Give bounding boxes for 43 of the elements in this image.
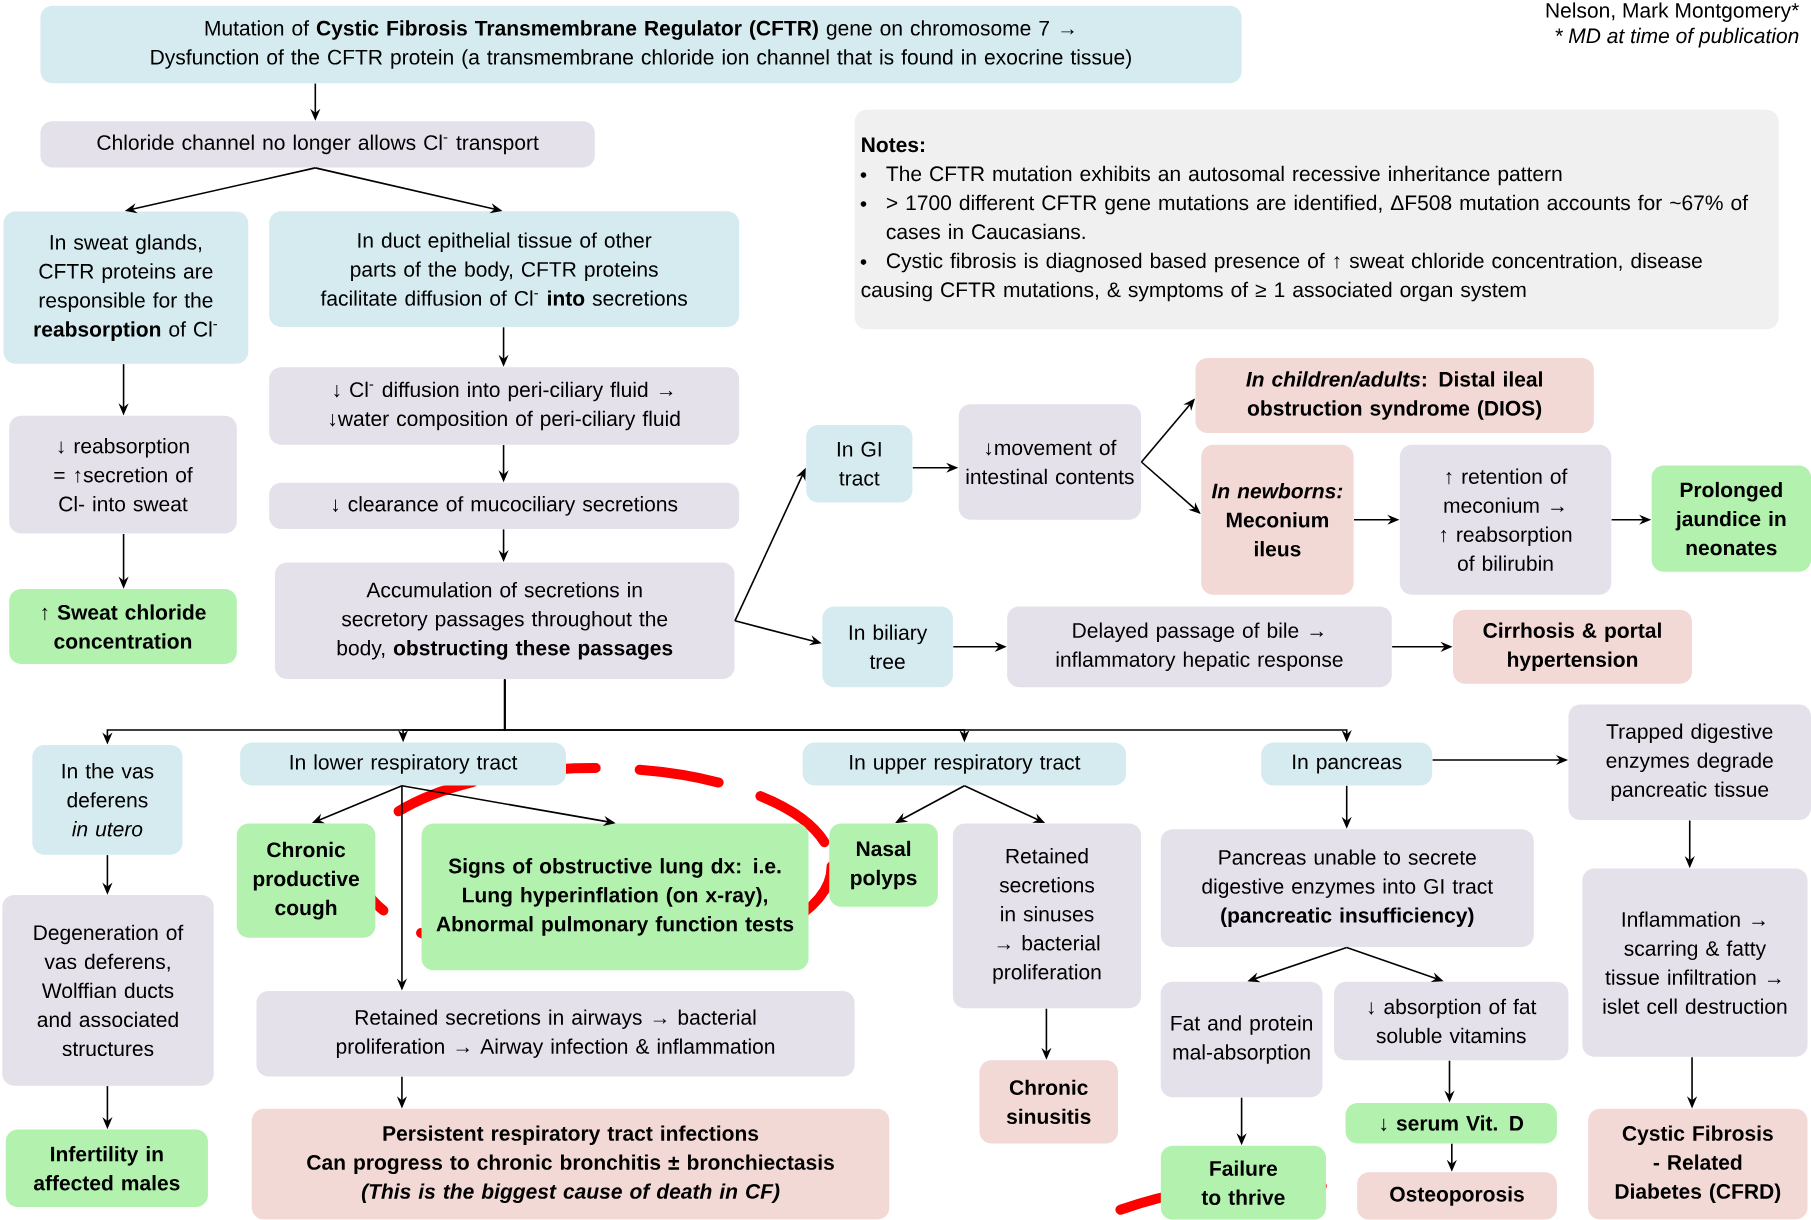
author-note: Nelson, Mark Montgomery*: [1546, 2, 1799, 23]
notes-box: Notes: The CFTR mutation exhibits an autosomal recessive inheritance pattern > 1700 different CFTR gene mutations are identified, ΔF508 mutation accounts for ~67% of cases in Caucasians. Cystic fibrosis is diagnosed based presence of ↑ sweat chloride concentration, disease causing CFTR mutations, & symptoms of ≥ 1 associated organ system: [854, 109, 1779, 330]
location-box: In duct epithelial tissue of other parts of the body, CFTR proteins facilitate diffusion of Cl$^{-}$ into secretions: [269, 211, 740, 328]
outcome-box: Failure to thrive: [1160, 1145, 1326, 1220]
outcome-box: Nasal polyps: [829, 823, 938, 907]
outcome-box: Prolonged jaundice in neonates: [1651, 465, 1811, 572]
process-box: Chloride channel no longer allows Cl$^{-}$ transport: [40, 121, 595, 168]
outcome-box: Signs of obstructive lung dx: i.e. Lung hyperinflation (on x-ray), Abnormal pulmonary function tests: [421, 823, 809, 971]
outcome-box: Chronic productive cough: [236, 823, 376, 939]
location-box: In GI tract: [806, 425, 913, 503]
process-box: Trapped digestive enzymes degrade pancreatic tissue: [1568, 704, 1811, 821]
location-box: In pancreas: [1261, 742, 1433, 786]
outcome-box: Infertility in affected males: [5, 1129, 208, 1208]
process-box: Pancreas unable to secrete digestive enzymes into GI tract (pancreatic insufficiency): [1160, 829, 1534, 948]
location-box: In the vas deferens in utero: [32, 745, 183, 855]
process-box: ↑ retention of meconium → ↑ reabsorption of bilirubin: [1399, 444, 1612, 595]
location-box: In biliary tree: [822, 606, 953, 688]
process-box: Accumulation of secretions in secretory passages throughout the body, obstructing these passages: [274, 562, 735, 680]
disease-box: Persistent respiratory tract infections Can progress to chronic bronchitis ± bronchiectasis (This is the biggest cause of death in CF): [251, 1109, 890, 1220]
outcome-box: ↓ serum Vit. D: [1345, 1103, 1557, 1144]
process-box: Delayed passage of bile → inflammatory hepatic response: [1007, 606, 1392, 688]
process-box: Degeneration of vas deferens, Wolffian ducts and associated structures: [2, 895, 214, 1086]
process-box: ↓ Cl$^{-}$ diffusion into peri-ciliary fluid → ↓water composition of peri-ciliary fluid: [269, 367, 740, 445]
process-box: Retained secretions in airways → bacterial proliferation → Airway infection & inflammation: [256, 991, 855, 1077]
process-box: ↓movement of intestinal contents: [958, 404, 1142, 520]
process-box: Retained secretions in sinuses → bacterial proliferation: [952, 823, 1142, 1009]
outcome-box: ↑ Sweat chloride concentration: [9, 589, 237, 665]
disease-box: Cystic Fibrosis - Related Diabetes (CFRD): [1588, 1109, 1808, 1220]
disease-box: Cirrhosis & portal hypertension: [1453, 609, 1692, 684]
location-box: Mutation of Cystic Fibrosis Transmembrane Regulator (CFTR) gene on chromosome 7 → Dysfunction of the CFTR protein (a transmembrane chloride ion channel that is found in exocrine tissue): [40, 5, 1242, 84]
process-box: Fat and protein mal-absorption: [1160, 981, 1323, 1098]
location-box: In sweat glands, CFTR proteins are responsible for the reabsorption of Cl$^{-}$: [3, 211, 249, 364]
process-box: ↓ reabsorption = ↑secretion of Cl- into sweat: [9, 415, 237, 534]
disease-box: Osteoporosis: [1357, 1172, 1557, 1220]
process-box: Inflammation → scarring & fatty tissue infiltration → islet cell destruction: [1582, 868, 1808, 1057]
process-box: ↓ clearance of mucociliary secretions: [269, 482, 740, 530]
disease-box: In children/adults: Distal ileal obstruction syndrome (DIOS): [1195, 358, 1594, 434]
disease-box: Chronic sinusitis: [979, 1060, 1118, 1144]
disease-box: In newborns: Meconium ileus: [1201, 444, 1354, 595]
author-note: * MD at time of publication: [1555, 28, 1799, 48]
process-box: ↓ absorption of fat soluble vitamins: [1334, 981, 1569, 1061]
location-box: In upper respiratory tract: [802, 742, 1127, 786]
location-box: In lower respiratory tract: [240, 742, 566, 786]
